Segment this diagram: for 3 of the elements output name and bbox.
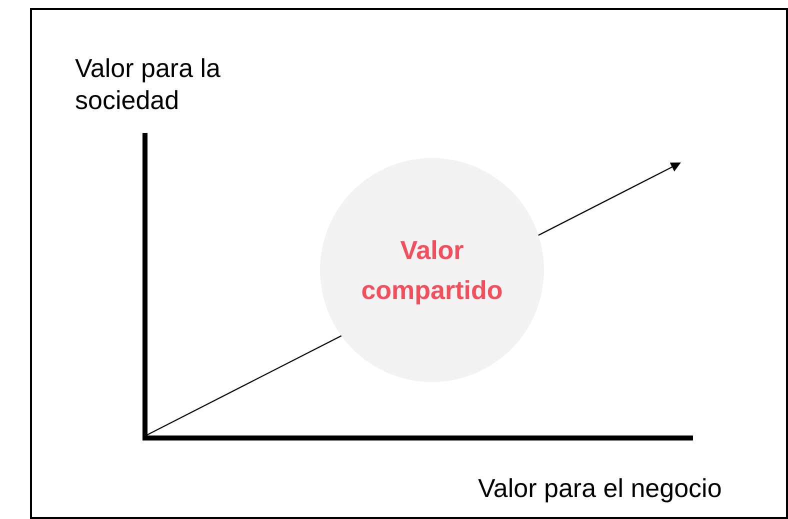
axis-label: Valor para la sociedad <box>75 52 222 116</box>
axis-label: Valor para el negocio <box>478 472 723 504</box>
circle-label: Valor compartido <box>360 234 504 307</box>
